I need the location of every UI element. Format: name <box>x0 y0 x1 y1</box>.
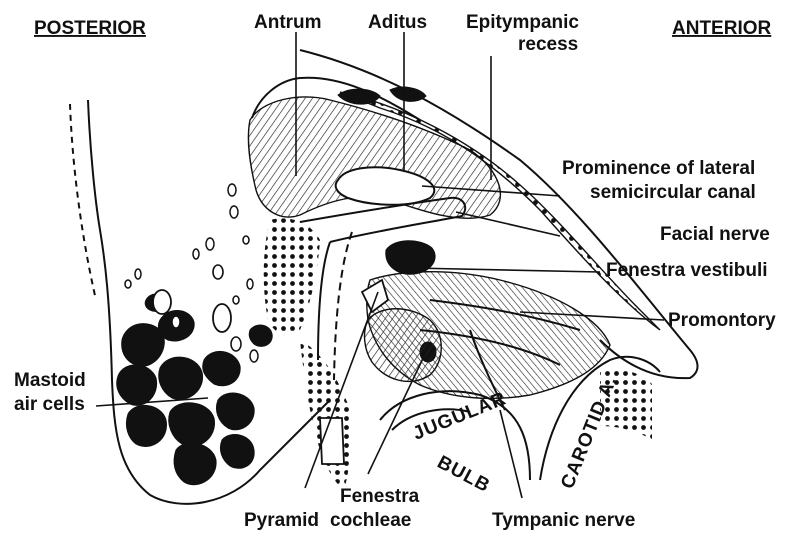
tympanic-nerve-label: Tympanic nerve <box>492 510 635 531</box>
epitympanic-recess-label-line1: Epitympanic <box>466 12 579 33</box>
stylomastoid-stub <box>320 418 344 464</box>
aditus-label: Aditus <box>368 12 427 33</box>
carotid-artery-label: CAROTID A. <box>557 373 621 492</box>
posterior-heading: POSTERIOR <box>34 18 146 39</box>
prominence-label-line2: semicircular canal <box>590 182 756 203</box>
prominence-label-line1: Prominence of lateral <box>562 158 755 179</box>
epitympanic-recess-label-line2: recess <box>518 34 578 55</box>
promontory-label: Promontory <box>668 310 776 331</box>
fenestra-cochleae-label-line2: cochleae <box>330 510 411 531</box>
antrum-label: Antrum <box>254 12 322 33</box>
mastoid-air-cells <box>117 184 272 485</box>
mastoid-air-cells-label-line1: Mastoid <box>14 370 86 391</box>
facial-nerve-label: Facial nerve <box>660 224 770 245</box>
fenestra-vestibuli-label: Fenestra vestibuli <box>606 260 768 281</box>
jugular-bulb-label-line2: BULB <box>434 452 494 497</box>
mastoid-air-cells-label-line2: air cells <box>14 394 85 415</box>
fenestra-cochleae-label-line1: Fenestra <box>340 486 420 507</box>
anterior-heading: ANTERIOR <box>672 18 772 39</box>
oval-window <box>386 241 435 275</box>
round-window <box>365 309 442 382</box>
pyramid-label: Pyramid <box>244 510 319 531</box>
